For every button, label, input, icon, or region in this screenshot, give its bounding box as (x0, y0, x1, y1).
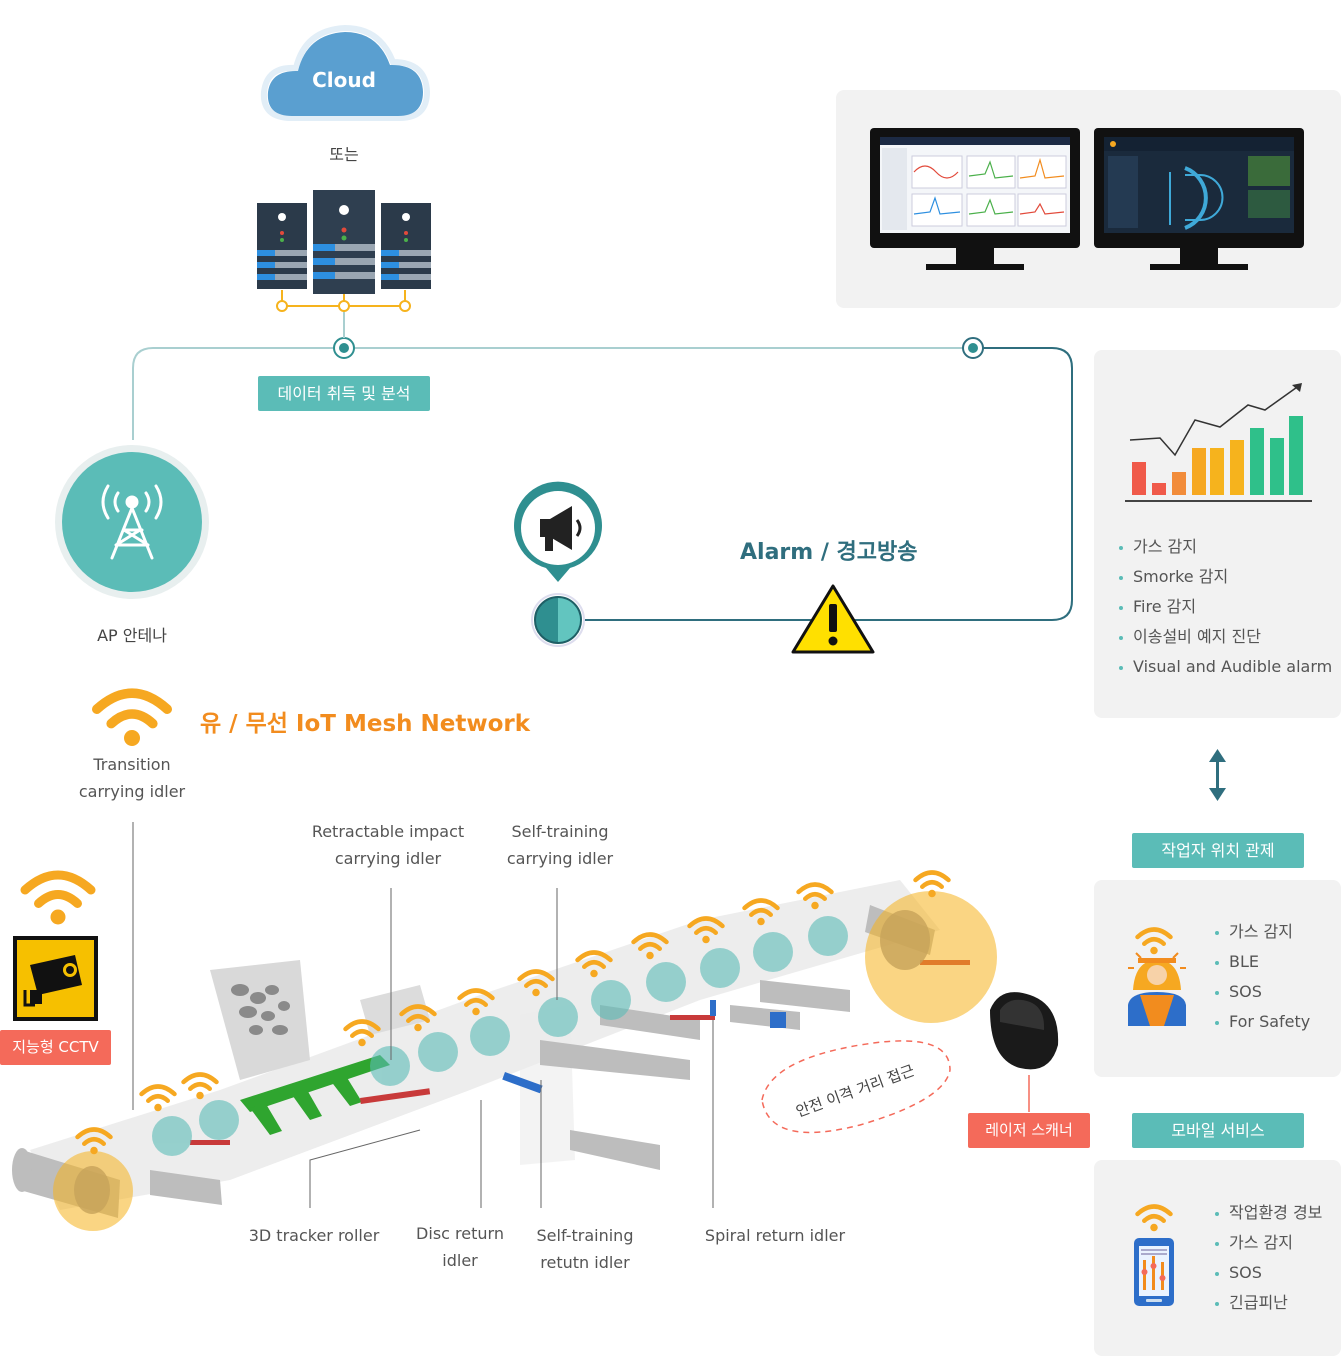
wifi-icon (913, 870, 951, 898)
bar-chart-icon (1125, 383, 1312, 502)
wifi-icon (687, 916, 725, 944)
list-item: Smorke 감지 (1119, 562, 1332, 592)
cloud-label: Cloud (312, 68, 376, 92)
list-item: 가스 감지 (1215, 917, 1310, 947)
list-item: BLE (1215, 947, 1310, 977)
laser-scanner-icon (990, 992, 1059, 1112)
wifi-icon (91, 688, 173, 746)
list-item: SOS (1215, 977, 1310, 1007)
monitor-icon (1094, 128, 1304, 270)
label-transition-idler: Transition carrying idler (78, 755, 186, 801)
wifi-icon (20, 870, 96, 925)
or-label: 또는 (329, 145, 359, 164)
laser-scanner-tag: 레이저 스캐너 (968, 1113, 1090, 1148)
wifi-icon (1135, 1204, 1173, 1232)
worker-list: 가스 감지 BLE SOS For Safety (1215, 917, 1310, 1037)
label-3d-tracker: 3D tracker roller (248, 1226, 380, 1245)
alarm-label: Alarm / 경고방송 (740, 540, 918, 565)
monitor-icon (870, 128, 1080, 270)
list-item: 작업환경 경보 (1215, 1198, 1322, 1228)
node-icon (962, 337, 984, 359)
cctv-icon (13, 936, 98, 1021)
list-item: Visual and Audible alarm (1119, 652, 1332, 682)
label-retractable-idler: Retractable impact carrying idler (311, 822, 465, 868)
cctv-tag: 지능형 CCTV (0, 1030, 111, 1065)
list-item: For Safety (1215, 1007, 1310, 1037)
wifi-icon (796, 882, 834, 910)
label-spiral-return: Spiral return idler (704, 1226, 846, 1245)
label-self-training-carrying: Self-training carrying idler (506, 822, 614, 868)
wifi-icon (517, 969, 555, 997)
list-item: SOS (1215, 1258, 1322, 1288)
mobile-icon (1134, 1238, 1174, 1306)
leader-lines (132, 822, 714, 1208)
antenna-icon (55, 445, 209, 599)
list-item: 가스 감지 (1215, 1228, 1322, 1258)
wifi-icon (75, 1127, 113, 1155)
mobile-list: 작업환경 경보 가스 감지 SOS 긴급피난 (1215, 1198, 1322, 1318)
worker-location-tag: 작업자 위치 관제 (1132, 833, 1304, 868)
list-item: Fire 감지 (1119, 592, 1332, 622)
alarm-node-icon (531, 593, 585, 647)
wifi-icon (343, 1019, 381, 1047)
wifi-icon (575, 950, 613, 978)
wifi-icon (181, 1072, 219, 1100)
double-arrow-icon (1209, 749, 1226, 801)
wifi-icon (742, 898, 780, 926)
alarm-speaker-icon (514, 481, 602, 582)
wifi-icon (139, 1084, 177, 1112)
wifi-icon (399, 1004, 437, 1032)
wifi-icon (457, 988, 495, 1016)
list-item: 긴급피난 (1215, 1288, 1322, 1318)
connection-line-dark (583, 347, 1073, 621)
antenna-label: AP 안테나 (97, 626, 167, 645)
worker-icon (1128, 952, 1186, 1026)
label-disc-return: Disc return idler (416, 1224, 504, 1270)
data-analysis-tag: 데이터 취득 및 분석 (258, 376, 430, 411)
network-title: 유 / 무선 IoT Mesh Network (200, 711, 531, 737)
wifi-icon (631, 932, 669, 960)
list-item: 가스 감지 (1119, 532, 1332, 562)
list-item: 이송설비 예지 진단 (1119, 622, 1332, 652)
warning-icon (791, 584, 875, 654)
conveyor-illustration (12, 880, 997, 1231)
monitoring-list: 가스 감지 Smorke 감지 Fire 감지 이송설비 예지 진단 Visua… (1119, 532, 1332, 682)
cloud-icon (260, 24, 431, 121)
server-icon (257, 190, 431, 294)
wifi-icon (1135, 927, 1173, 955)
label-self-training-return: Self-training retutn idler (536, 1226, 634, 1272)
safety-distance-zone (761, 1040, 951, 1134)
mobile-service-tag: 모바일 서비스 (1132, 1113, 1304, 1148)
